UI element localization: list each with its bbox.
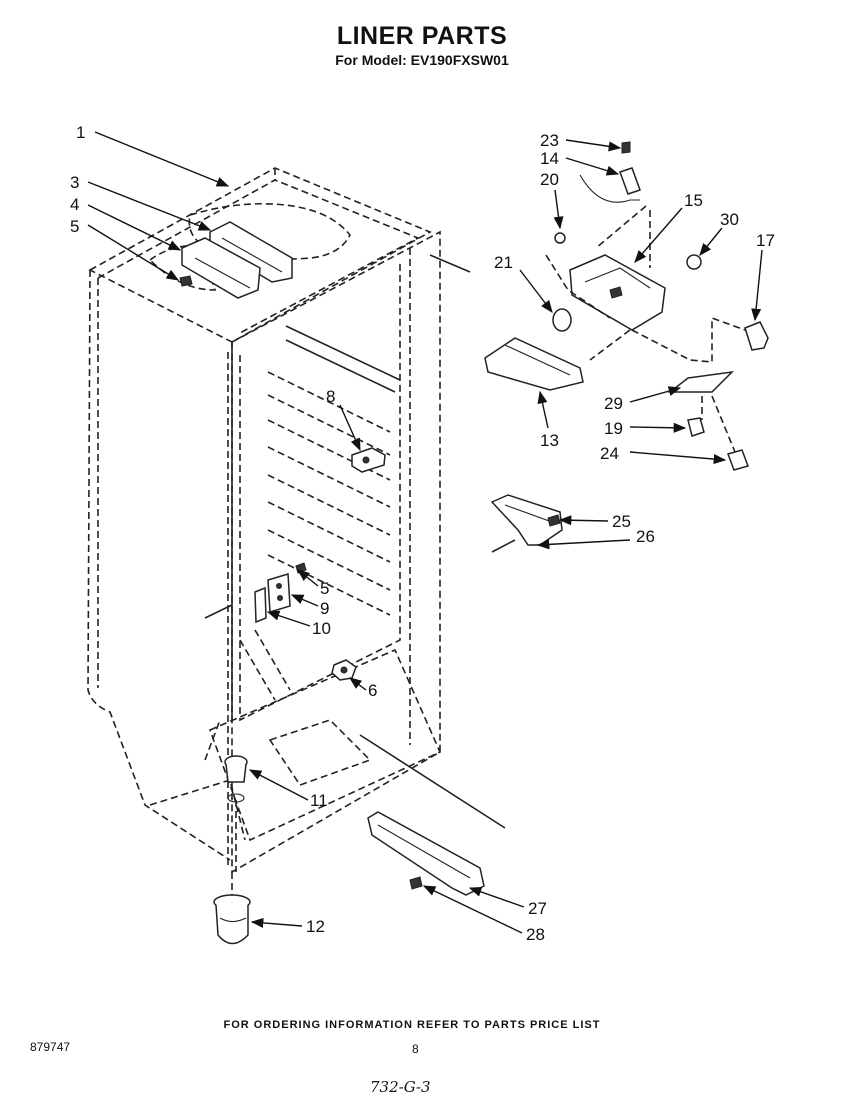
callout-5-top: 5 [70,217,79,236]
part-9-10-hinge [254,562,307,624]
callout-12: 12 [306,917,325,936]
callout-8: 8 [326,387,335,406]
callout-1: 1 [76,123,85,142]
callout-19: 19 [604,419,623,438]
callout-26: 26 [636,527,655,546]
part-27-bottom-rail [359,734,506,896]
part-11-leg-socket [224,755,248,872]
callout-3: 3 [70,173,79,192]
callout-27: 27 [528,899,547,918]
handwritten-note: 732-G-3 [370,1078,431,1096]
callout-labels: 1 3 4 5 8 5 9 10 6 11 12 27 28 23 14 20 … [70,123,775,944]
callout-13: 13 [540,431,559,450]
callout-30: 30 [720,210,739,229]
part-12-leveling-leg [213,872,251,945]
part-25-26-bracket [490,494,563,553]
ordering-note: FOR ORDERING INFORMATION REFER TO PARTS … [223,1019,601,1031]
document-number: 879747 [30,1040,71,1054]
callout-29: 29 [604,394,623,413]
model-subtitle: For Model: EV190FXSW01 [335,52,509,68]
callout-28: 28 [526,925,545,944]
page-number: 8 [412,1042,419,1056]
callout-6: 6 [368,681,377,700]
part-6-plug [331,659,357,681]
callout-14: 14 [540,149,559,168]
liner-cabinet [87,167,471,874]
control-housing-assembly [484,141,769,471]
callout-4: 4 [70,195,79,214]
callout-11: 11 [310,791,328,810]
callout-21: 21 [494,253,513,272]
callout-leaders [87,131,763,934]
callout-5-hinge: 5 [320,579,329,598]
callout-23: 23 [540,131,559,150]
callout-10: 10 [312,619,331,638]
part-8-bracket [351,447,386,473]
callout-15: 15 [684,191,703,210]
callout-20: 20 [540,170,559,189]
page-title: LINER PARTS [336,22,508,50]
callout-17: 17 [756,231,775,250]
callout-24: 24 [600,444,619,463]
callout-9: 9 [320,599,329,618]
top-light-housing [179,221,293,299]
callout-25: 25 [612,512,631,531]
